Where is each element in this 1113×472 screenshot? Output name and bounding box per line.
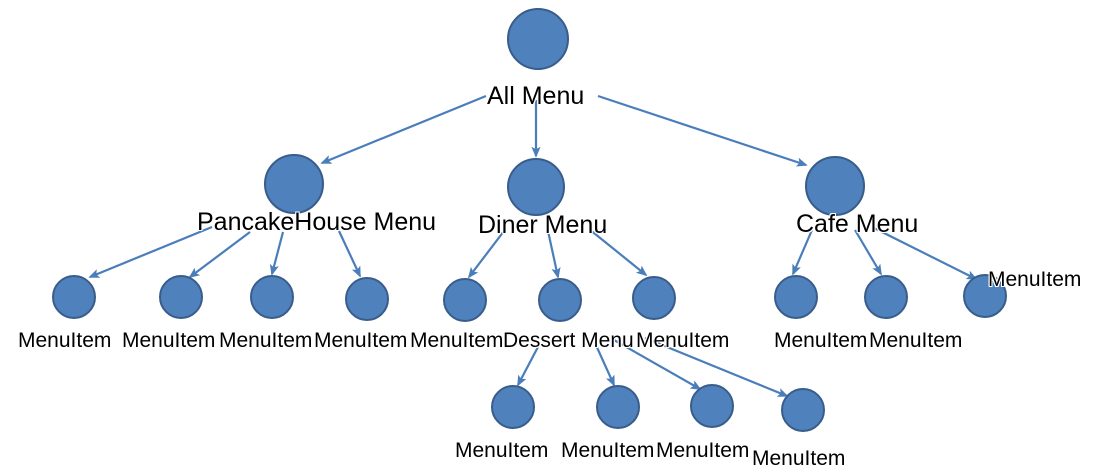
edge	[546, 230, 561, 279]
edge	[269, 231, 285, 276]
node-root[interactable]	[507, 8, 569, 70]
node-dn1[interactable]	[443, 278, 487, 322]
node-label-ds2: MenuItem	[561, 439, 655, 462]
edge	[467, 230, 505, 279]
node-label-cf3: MenuItem	[988, 268, 1082, 291]
node-label-dn3: MenuItem	[636, 329, 730, 352]
node-dessert[interactable]	[538, 278, 582, 322]
node-label-dessert: Dessert Menu	[503, 329, 634, 352]
node-ph4[interactable]	[345, 277, 389, 321]
node-ph[interactable]	[264, 154, 324, 214]
node-cafe[interactable]	[805, 156, 865, 216]
edges-group	[88, 94, 978, 398]
edge	[188, 231, 251, 279]
node-ds4[interactable]	[781, 388, 825, 432]
node-ds1[interactable]	[491, 385, 535, 429]
edge	[593, 342, 616, 387]
node-ds3[interactable]	[690, 384, 734, 428]
edge	[588, 228, 648, 277]
node-label-root: All Menu	[487, 82, 585, 110]
node-dn3[interactable]	[632, 276, 676, 320]
node-label-ds4: MenuItem	[752, 447, 846, 470]
edge	[613, 339, 702, 390]
node-ds2[interactable]	[596, 385, 640, 429]
node-label-dn1: MenuItem	[410, 329, 504, 352]
edge	[320, 94, 487, 165]
edge	[597, 94, 808, 167]
edge	[517, 344, 540, 387]
node-label-ph4: MenuItem	[314, 329, 408, 352]
node-ph1[interactable]	[52, 275, 96, 319]
node-label-ph3: MenuItem	[219, 329, 313, 352]
node-label-diner: Diner Menu	[478, 211, 608, 239]
edge	[854, 229, 882, 276]
edge	[871, 226, 978, 280]
node-label-ph1: MenuItem	[18, 329, 112, 352]
node-cf3[interactable]	[963, 274, 1007, 318]
node-label-cafe: Cafe Menu	[796, 210, 919, 238]
node-diner[interactable]	[507, 158, 565, 216]
node-cf1[interactable]	[774, 275, 818, 319]
edge	[338, 230, 361, 278]
edge	[791, 229, 814, 276]
edge	[644, 336, 789, 398]
node-cf2[interactable]	[864, 275, 908, 319]
node-label-ds3: MenuItem	[656, 439, 750, 462]
node-label-ph: PancakeHouse Menu	[197, 208, 437, 236]
node-ph2[interactable]	[159, 275, 203, 319]
node-label-ds1: MenuItem	[455, 439, 549, 462]
node-label-cf2: MenuItem	[869, 329, 963, 352]
node-label-ph2: MenuItem	[122, 329, 216, 352]
node-ph3[interactable]	[250, 275, 294, 319]
node-label-cf1: MenuItem	[774, 329, 868, 352]
edge	[88, 225, 213, 279]
